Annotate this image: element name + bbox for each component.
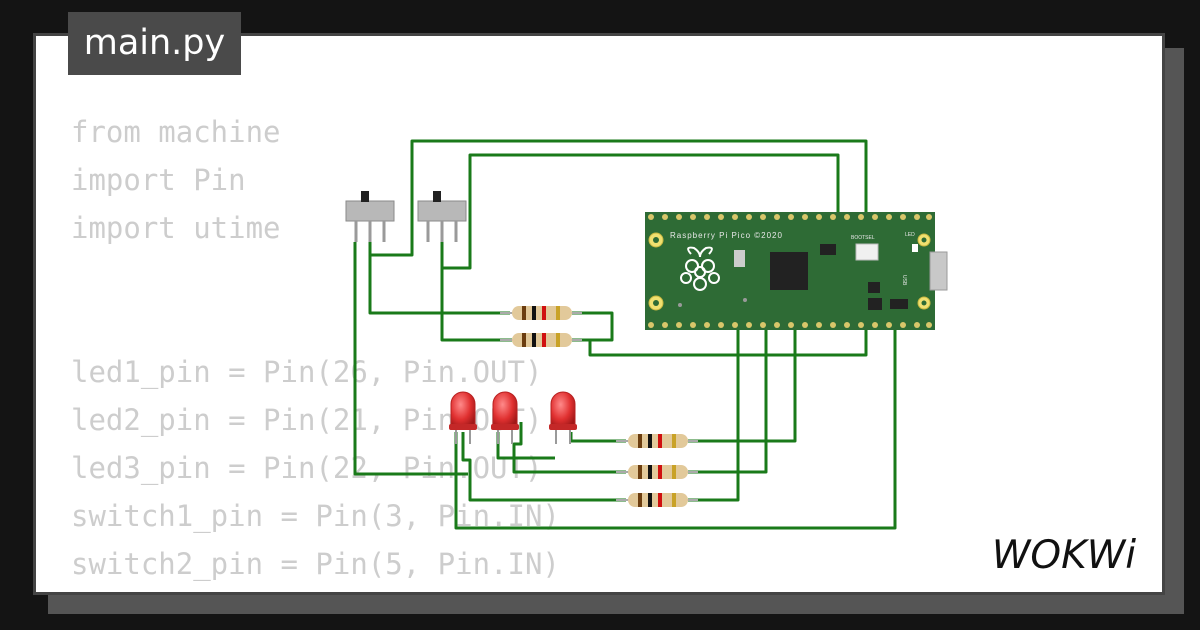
code-line: switch2_pin = Pin(5, Pin.IN) [71,547,560,581]
slide-switch-1[interactable] [345,191,395,242]
slide-switch-2[interactable] [417,191,467,242]
wire [688,323,797,443]
wire [588,323,868,357]
code-line: import Pin [71,163,246,197]
wire [512,422,626,474]
wire [572,311,614,342]
code-line: switch1_pin = Pin(3, Pin.IN) [71,499,560,533]
wire [454,323,897,530]
pin-row-bottom [648,322,932,328]
led-1 [449,391,477,444]
code-line: led1_pin = Pin(26, Pin.OUT) [71,355,543,389]
led-2 [491,391,519,444]
bootsel-label: BOOTSEL [851,235,875,241]
led-label: LED [905,232,915,238]
code-line: import utime [71,211,281,245]
led-3 [549,391,577,444]
pico-board: Raspberry Pi Pico ©2020 BOOTSEL LED USB [645,212,948,330]
bootsel-button[interactable] [855,243,879,261]
file-tab[interactable]: main.py [68,12,241,75]
raspberry-logo-icon [680,246,720,291]
board-title: Raspberry Pi Pico ©2020 [670,231,783,240]
wire [353,242,468,476]
resistor-5 [616,493,698,507]
resistor-1 [500,306,582,320]
wire [496,432,555,460]
code-preview: from machine import Pin import utime led1_p… [71,108,560,588]
wokwi-logo: WOKWi [992,533,1136,578]
wire [688,323,768,474]
resistor-2 [500,333,582,347]
resistor-3 [616,434,698,448]
pin-row-top [648,214,932,220]
wire [368,242,510,315]
wire [440,242,512,342]
wokwi-logo-text: WOKWi [992,533,1136,578]
wire [688,323,740,502]
wires [353,139,897,530]
usb-label: USB [901,275,907,286]
wire [569,432,626,443]
wire [461,432,626,502]
code-line: from machine [71,115,281,149]
resistor-4 [616,465,698,479]
